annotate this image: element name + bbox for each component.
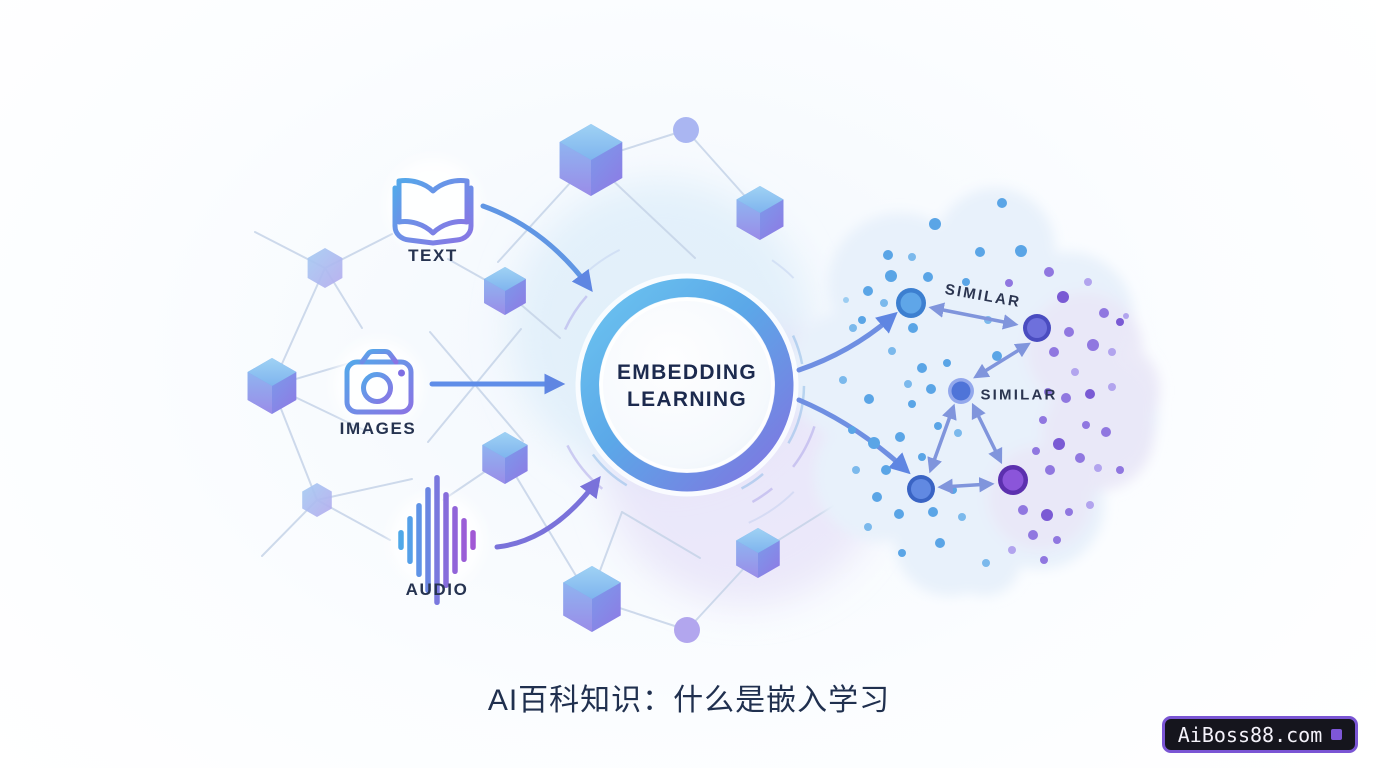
text-label: TEXT: [408, 246, 458, 265]
cluster-node: [907, 475, 935, 503]
cluster-node: [948, 378, 974, 404]
camera-icon: [344, 349, 414, 415]
book-icon: [392, 178, 474, 246]
cluster-node: [896, 288, 926, 318]
images-label: IMAGES: [339, 419, 417, 438]
watermark-square-icon: [1331, 729, 1343, 740]
audio-label: AUDIO: [405, 580, 469, 599]
network-cubes: [247, 117, 784, 643]
similarity-arrows: [927, 302, 1031, 495]
embedding-learning-label: EMBEDDING LEARNING: [616, 361, 758, 411]
cluster-node: [1023, 314, 1051, 342]
audio-waveform-icon: [398, 475, 476, 605]
page-title: AI百科知识：什么是嵌入学习: [487, 684, 891, 717]
similar-label-2: SIMILAR: [980, 386, 1058, 404]
watermark-text: AiBoss88.com: [1177, 722, 1323, 747]
cluster-node: [998, 465, 1028, 495]
text-arrow: [480, 203, 593, 293]
embedding-circle: [575, 273, 799, 497]
audio-arrow: [494, 475, 601, 550]
embedding-dots-purple: [1005, 267, 1129, 564]
input-arrows: [429, 203, 601, 550]
cluster-nodes: [896, 288, 1051, 503]
watermark-badge: AiBoss88.com: [1162, 716, 1358, 753]
